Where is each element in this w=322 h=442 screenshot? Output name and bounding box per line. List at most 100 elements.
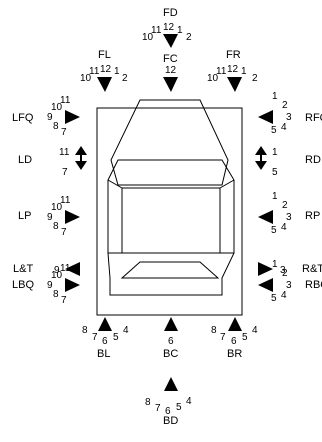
bl-arrow[interactable]	[98, 317, 112, 331]
rp-num-4: 4	[281, 222, 287, 233]
lp-num-7: 7	[61, 227, 67, 238]
fd-num-10: 10	[142, 32, 154, 43]
lbq-num-11: 11	[60, 263, 71, 274]
bc-num-6: 6	[168, 336, 174, 347]
lfq-clock-numbers: 10 11 9 8 7	[47, 95, 71, 138]
lfq-num-8: 8	[53, 121, 59, 132]
br-arrow[interactable]	[228, 317, 242, 331]
fl-num-1: 1	[114, 66, 120, 77]
rbq-num-1: 1	[272, 259, 278, 270]
fr-num-12: 12	[227, 64, 239, 75]
br-num-5: 5	[242, 332, 248, 343]
lt-arrow[interactable]	[65, 262, 80, 276]
fd-num-2: 2	[186, 32, 192, 43]
ld-num-11: 11	[59, 147, 70, 158]
label-lbq: LBQ	[12, 279, 34, 291]
label-fd: FD	[163, 7, 178, 19]
rfq-num-4: 4	[281, 122, 287, 133]
lfq-arrow[interactable]	[65, 110, 80, 124]
bl-num-5: 5	[113, 332, 119, 343]
fr-arrow[interactable]	[227, 77, 242, 92]
rbq-num-3: 3	[286, 280, 292, 291]
rt-arrow[interactable]	[258, 262, 273, 276]
label-rfq: RFQ	[305, 112, 322, 124]
lfq-num-7: 7	[61, 127, 67, 138]
fl-arrow[interactable]	[97, 77, 112, 92]
fd-num-1: 1	[177, 25, 183, 36]
vehicle-side-line-left	[107, 179, 123, 254]
lp-num-9: 9	[47, 212, 53, 223]
lbq-arrow[interactable]	[65, 278, 80, 292]
fd-arrow[interactable]	[163, 34, 178, 48]
fl-num-12: 12	[100, 64, 112, 75]
fr-num-1: 1	[241, 66, 247, 77]
lbq-clock-numbers: 10 11 9 8 7	[47, 263, 71, 306]
rp-arrow[interactable]	[258, 210, 273, 224]
label-rt: R&T	[302, 263, 322, 275]
clock-numbers: 10 11 12 1 2 10 11 12 1 2 12 10 11 12 1 …	[47, 22, 292, 417]
rt-num-3: 3	[280, 265, 286, 276]
rbq-arrow[interactable]	[258, 278, 273, 292]
lbq-num-10: 10	[51, 270, 63, 281]
fl-num-10: 10	[80, 73, 92, 84]
bl-num-8: 8	[82, 325, 88, 336]
label-fl: FL	[98, 49, 111, 61]
bl-clock-numbers: 8 7 6 5 4	[82, 325, 129, 347]
fr-num-11: 11	[216, 66, 227, 77]
rd-arrow[interactable]	[255, 146, 267, 170]
lp-num-11: 11	[60, 195, 71, 206]
lt-clock-numbers: 9	[54, 265, 60, 276]
bl-num-4: 4	[123, 325, 129, 336]
vehicle-hood-outline	[110, 99, 229, 186]
label-bl: BL	[97, 348, 110, 360]
rp-num-5: 5	[271, 225, 277, 236]
lp-arrow[interactable]	[65, 210, 80, 224]
bd-num-4: 4	[186, 396, 192, 407]
label-br: BR	[227, 348, 242, 360]
fr-num-2: 2	[252, 73, 258, 84]
rd-num-5: 5	[272, 167, 278, 178]
rt-clock-numbers: 3	[280, 265, 286, 276]
rbq-clock-numbers: 1 2 3 4 5	[271, 259, 292, 304]
bl-num-6: 6	[102, 336, 108, 347]
fr-num-10: 10	[207, 73, 219, 84]
br-clock-numbers: 8 7 6 5 4	[211, 325, 258, 347]
br-num-8: 8	[211, 325, 217, 336]
rd-num-1: 1	[272, 147, 278, 158]
lfq-num-10: 10	[51, 102, 63, 113]
fc-clock-numbers: 12	[165, 65, 177, 76]
label-bd: BD	[163, 415, 178, 427]
position-labels: FD FL FC FR LFQ RFQ LD RD LP RP L&T R&T …	[12, 7, 322, 427]
fc-arrow[interactable]	[163, 77, 178, 92]
label-bc: BC	[163, 348, 178, 360]
ld-num-7: 7	[62, 167, 68, 178]
rfq-arrow[interactable]	[258, 110, 273, 124]
rfq-num-1: 1	[272, 91, 278, 102]
label-rp: RP	[305, 210, 320, 222]
lfq-num-11: 11	[60, 95, 71, 106]
lp-num-10: 10	[51, 202, 63, 213]
ld-arrow[interactable]	[75, 146, 87, 170]
label-fr: FR	[226, 49, 241, 61]
bd-num-7: 7	[155, 403, 161, 414]
bd-arrow[interactable]	[164, 377, 178, 391]
lp-num-8: 8	[53, 221, 59, 232]
bc-arrow[interactable]	[164, 317, 178, 331]
bl-num-7: 7	[92, 332, 98, 343]
vehicle-cabin-outline	[107, 159, 235, 296]
label-rd: RD	[305, 154, 321, 166]
rp-num-3: 3	[286, 212, 292, 223]
fd-clock-numbers: 10 11 12 1 2	[142, 22, 192, 43]
lt-num-9: 9	[54, 265, 60, 276]
fr-clock-numbers: 10 11 12 1 2	[207, 64, 258, 84]
vehicle-roof	[121, 187, 221, 254]
label-rbq: RBQ	[305, 279, 322, 291]
lp-clock-numbers: 10 11 9 8 7	[47, 195, 71, 238]
lbq-num-9: 9	[47, 280, 53, 291]
br-num-4: 4	[252, 325, 258, 336]
rp-num-1: 1	[272, 191, 278, 202]
fd-num-11: 11	[151, 25, 162, 36]
rp-num-2: 2	[282, 200, 288, 211]
label-ld: LD	[18, 154, 32, 166]
